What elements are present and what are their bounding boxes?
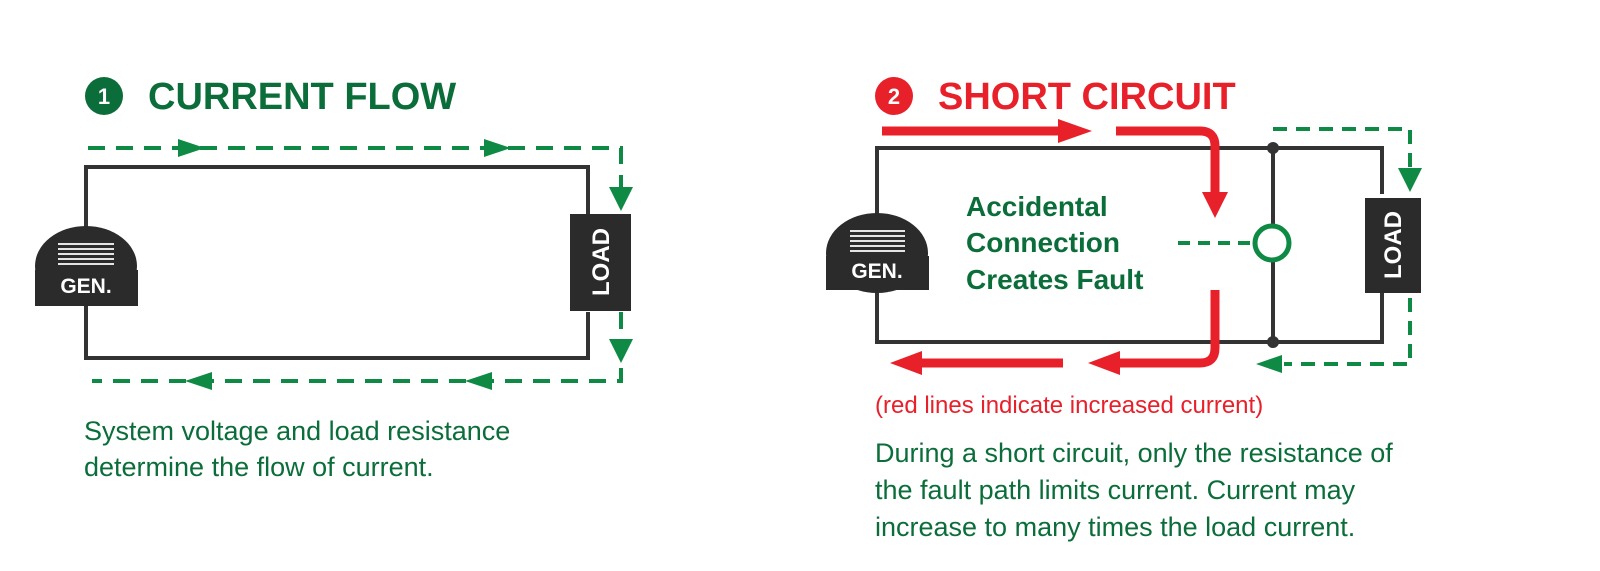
arrow-right-icon (484, 139, 511, 157)
fault-current-path (882, 126, 1220, 368)
caption-line-2: determine the flow of current. (84, 452, 434, 482)
arrow-left-icon (185, 372, 212, 390)
step-number: 1 (98, 84, 110, 109)
arrow-left-icon (465, 372, 492, 390)
increased-current-note: (red lines indicate increased current) (875, 392, 1263, 419)
generator-label: GEN. (60, 275, 111, 298)
generator: GEN. (35, 226, 138, 306)
arrow-down-icon (609, 187, 633, 211)
fault-connection (1178, 223, 1292, 263)
load-box: LOAD (570, 214, 631, 311)
caption-line-1: During a short circuit, only the resista… (875, 438, 1393, 468)
arrow-down-icon (609, 339, 633, 363)
caption-line-3: increase to many times the load current. (875, 512, 1355, 542)
arrow-left-icon (1256, 355, 1282, 373)
step-number-badge: 2 (875, 77, 913, 115)
junction-dot (1267, 336, 1279, 348)
arrow-down-icon (1202, 192, 1228, 218)
generator-vent-icon (850, 230, 905, 252)
fault-label-line-2: Connection (966, 227, 1120, 258)
caption-line-1: System voltage and load resistance (84, 416, 510, 446)
step-number: 2 (888, 84, 900, 109)
fault-label-line-1: Accidental (966, 191, 1108, 222)
load-current-path (1273, 127, 1412, 366)
load-label: LOAD (1380, 211, 1407, 279)
fault-label-line-3: Creates Fault (966, 264, 1143, 295)
load-box: LOAD (1365, 198, 1421, 293)
generator: GEN. (826, 213, 929, 293)
current-flow-path (88, 146, 623, 383)
generator-vent-icon (58, 243, 114, 265)
current-flow-arrows (178, 139, 633, 390)
circuit-wires (875, 146, 1384, 344)
circuit-wires (84, 165, 590, 360)
panel-title: CURRENT FLOW (148, 76, 456, 118)
fault-current-arrows (890, 119, 1228, 375)
arrow-down-icon (1398, 168, 1422, 192)
load-label: LOAD (588, 228, 615, 296)
caption-line-2: the fault path limits current. Current m… (875, 475, 1356, 505)
arrow-left-icon (1088, 351, 1120, 375)
panel-title: SHORT CIRCUIT (938, 76, 1236, 118)
panel-current-flow: 1 CURRENT FLOW (35, 76, 633, 482)
wire-junctions (1267, 142, 1279, 348)
generator-label: GEN. (851, 260, 902, 283)
panel-short-circuit: 2 SHORT CIRCUIT (826, 76, 1422, 542)
arrow-right-icon (178, 139, 205, 157)
arrow-left-icon (890, 351, 922, 375)
junction-dot (1267, 142, 1279, 154)
load-current-arrows (1256, 168, 1422, 373)
arrow-right-icon (1058, 119, 1092, 143)
step-number-badge: 1 (85, 77, 123, 115)
fault-point-icon (1252, 223, 1292, 263)
